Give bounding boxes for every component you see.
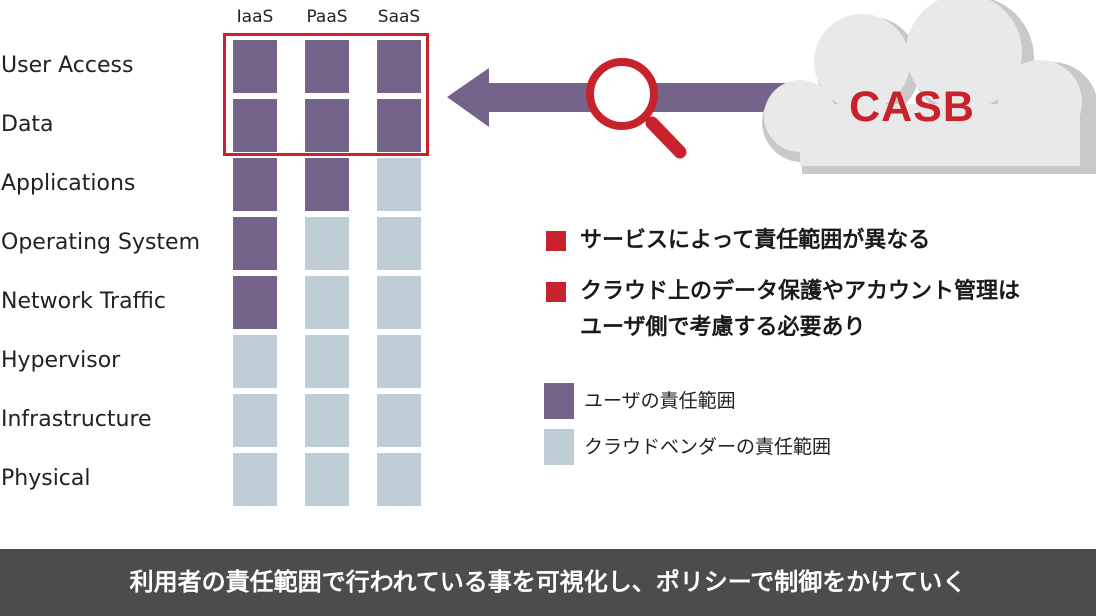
- grid-cell-vendor: [377, 276, 421, 329]
- grid-cell-vendor: [305, 217, 349, 270]
- grid-cell-vendor: [305, 276, 349, 329]
- grid-cell-vendor: [233, 394, 277, 447]
- row-label-physical: Physical: [1, 466, 91, 491]
- grid-cell-vendor: [377, 158, 421, 211]
- grid-cell-user: [233, 99, 277, 152]
- grid-cell-user: [233, 217, 277, 270]
- row-label-applications: Applications: [1, 171, 136, 196]
- grid-cell-vendor: [377, 394, 421, 447]
- grid-cell-vendor: [377, 217, 421, 270]
- column-header-iaas: IaaS: [236, 7, 274, 27]
- grid-cell-vendor: [377, 335, 421, 388]
- grid-cell-vendor: [233, 335, 277, 388]
- grid-cell-vendor: [305, 394, 349, 447]
- grid-cell-vendor: [377, 453, 421, 506]
- casb-illustration: [447, 0, 1096, 174]
- grid-cell-user: [233, 40, 277, 93]
- bullet-text-2: クラウド上のデータ保護やアカウント管理は: [580, 279, 1021, 304]
- column-header-saas: SaaS: [377, 7, 421, 27]
- grid-cell-user: [377, 40, 421, 93]
- bullet-text-1: サービスによって責任範囲が異なる: [580, 228, 931, 253]
- grid-cell-user: [233, 276, 277, 329]
- bullet-text-2-continued: ユーザ側で考慮する必要あり: [580, 315, 866, 340]
- row-label-infrastructure: Infrastructure: [1, 407, 152, 432]
- legend-label-user: ユーザの責任範囲: [584, 390, 736, 412]
- grid-cell-user: [305, 40, 349, 93]
- footer-text: 利用者の責任範囲で行われている事を可視化し、ポリシーで制御をかけていく: [129, 568, 967, 596]
- legend-swatch-vendor: [544, 429, 574, 465]
- grid-cell-vendor: [233, 453, 277, 506]
- row-label-user-access: User Access: [1, 53, 134, 78]
- footer-banner: 利用者の責任範囲で行われている事を可視化し、ポリシーで制御をかけていく: [0, 549, 1096, 616]
- grid-cell-user: [233, 158, 277, 211]
- row-label-operating-system: Operating System: [1, 230, 201, 255]
- highlight-box: [223, 33, 429, 156]
- magnifier-icon: [586, 58, 687, 159]
- column-header-paas: PaaS: [306, 7, 348, 27]
- row-label-data: Data: [1, 112, 54, 137]
- row-label-network-traffic: Network Traffic: [1, 289, 166, 314]
- grid-cell-user: [377, 99, 421, 152]
- bullet-marker: [546, 231, 566, 251]
- grid-cell-vendor: [305, 453, 349, 506]
- grid-cell-user: [305, 158, 349, 211]
- bullet-marker: [546, 282, 566, 302]
- casb-label: CASB: [849, 83, 975, 131]
- cloud-icon: [762, 0, 1096, 174]
- grid-cell-vendor: [305, 335, 349, 388]
- legend-label-vendor: クラウドベンダーの責任範囲: [584, 436, 832, 458]
- row-label-hypervisor: Hypervisor: [1, 348, 121, 373]
- legend-swatch-user: [544, 383, 574, 419]
- grid-cell-user: [305, 99, 349, 152]
